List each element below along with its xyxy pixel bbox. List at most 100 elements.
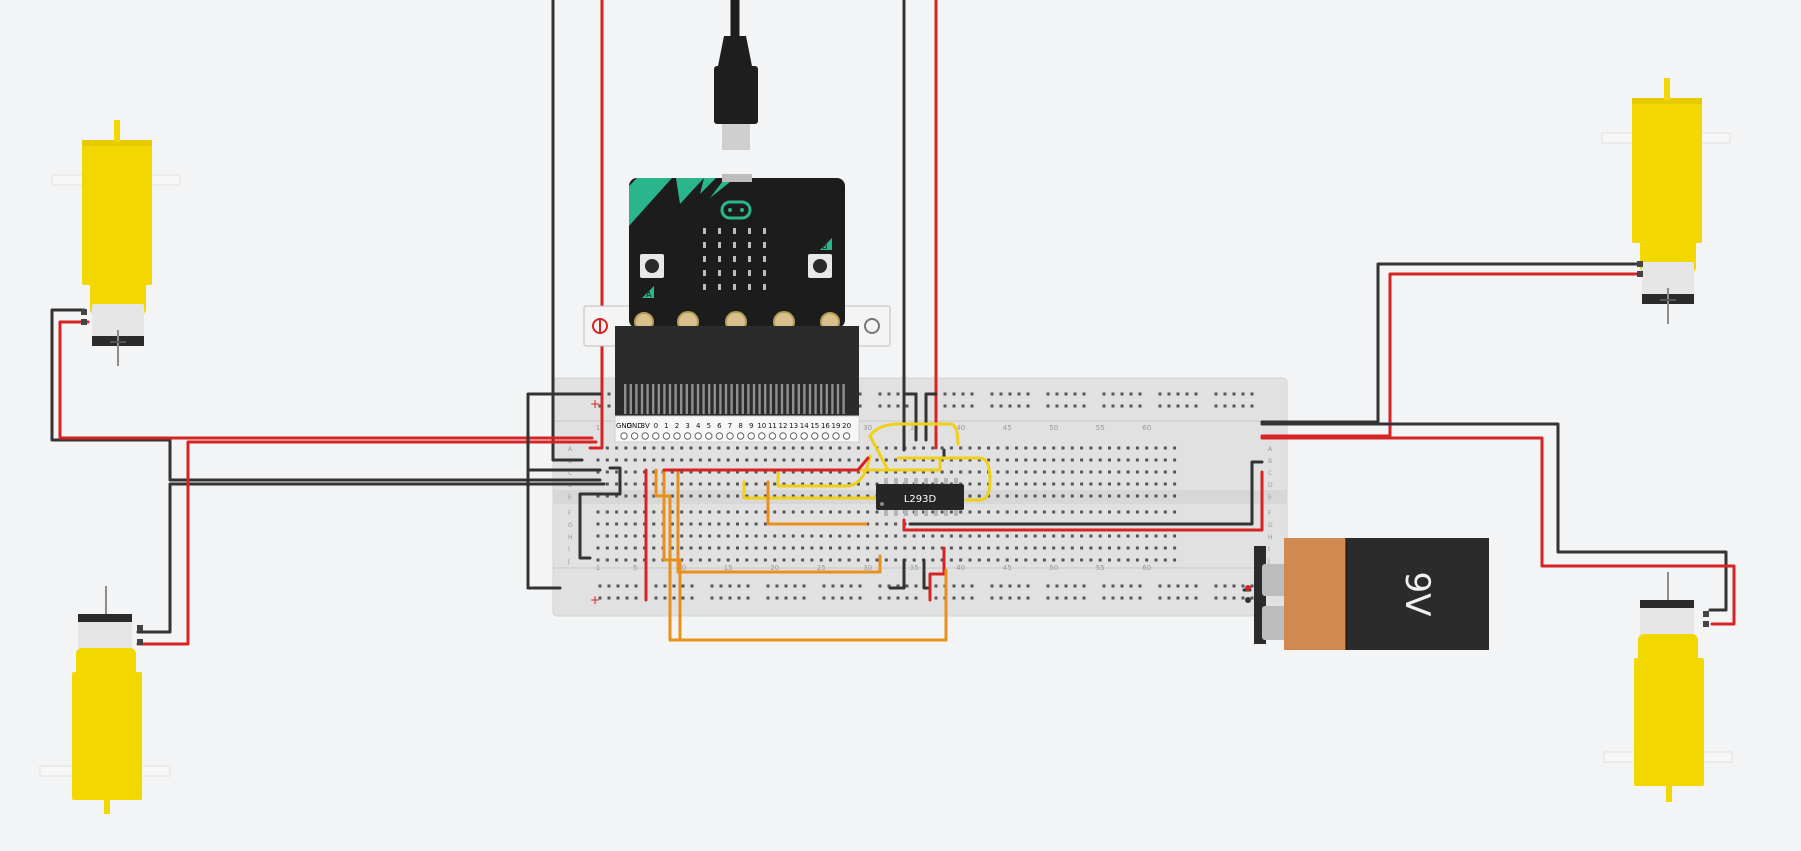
row-letter: H	[1268, 534, 1273, 541]
row-letter: A	[1268, 446, 1273, 453]
wire-black-center-4[interactable]	[922, 558, 932, 590]
row-letter: E	[1268, 494, 1272, 501]
motor-bottom-left[interactable]	[39, 586, 171, 814]
pin-label: 2	[675, 422, 679, 430]
column-number: 45	[1003, 564, 1012, 572]
row-letter: B	[1268, 458, 1272, 465]
button-b[interactable]	[808, 254, 832, 278]
column-number: 35	[910, 424, 919, 432]
logo-touch[interactable]	[720, 200, 752, 220]
wire-yellow-3[interactable]	[896, 456, 992, 502]
wire-black-loop-left[interactable]	[526, 392, 602, 590]
button-a-indicator: A	[642, 286, 654, 299]
button-a[interactable]	[640, 254, 664, 278]
wire-orange-3[interactable]	[676, 468, 882, 574]
column-number: 15	[724, 564, 733, 572]
row-letter: D	[1268, 482, 1273, 489]
pin-label: 10	[757, 422, 766, 430]
row-letter: J	[567, 558, 570, 565]
usb-connector	[722, 124, 750, 150]
wire-red-center-bottom[interactable]	[928, 546, 946, 602]
ic-label: L293D	[904, 494, 937, 505]
pin-label: 20	[842, 422, 851, 430]
wire-black-loop-left-2[interactable]	[526, 468, 602, 480]
column-number: 60	[1142, 424, 1151, 432]
wire-yellow-2[interactable]	[868, 422, 960, 472]
pin-label: 11	[768, 422, 777, 430]
row-letter: I	[568, 546, 570, 553]
wire-red-top-left[interactable]	[588, 0, 604, 450]
row-letter: H	[568, 534, 573, 541]
pin-label: 3V	[641, 422, 650, 430]
pin-label: 5	[707, 422, 711, 430]
svg-text:A: A	[646, 290, 652, 299]
wire-black-motor-bottom-left[interactable]	[136, 482, 606, 634]
battery-label: 9V	[1397, 572, 1437, 617]
pin-label: 19	[832, 422, 841, 430]
pin-label: 8	[738, 422, 742, 430]
microbit-board	[629, 178, 845, 328]
column-number: 5	[633, 564, 637, 572]
row-letter: F	[1268, 510, 1272, 517]
column-number: 55	[1096, 424, 1105, 432]
ic-pins	[884, 478, 958, 516]
column-number: 1	[596, 564, 600, 572]
pin-label: 7	[728, 422, 732, 430]
column-number: 35	[910, 564, 919, 572]
wire-red-motor-bottom-right[interactable]	[1260, 436, 1736, 626]
wire-red-motor-top-left[interactable]	[58, 320, 594, 440]
column-number: 40	[956, 564, 965, 572]
pin-label: 6	[717, 422, 722, 430]
column-number: 50	[1049, 424, 1058, 432]
wire-red-battery[interactable]	[902, 470, 1264, 532]
row-letter: I	[1268, 546, 1270, 553]
wire-black-top-left[interactable]	[551, 0, 584, 462]
column-number: 40	[956, 424, 965, 432]
row-letter: C	[568, 470, 572, 477]
wire-orange-2[interactable]	[662, 468, 682, 642]
wire-red-motor-top-right[interactable]	[1260, 272, 1642, 438]
pin-label: 4	[696, 422, 701, 430]
column-number: 10	[677, 564, 686, 572]
rail-plus-bottom: +	[590, 593, 600, 607]
pin-label: 1	[664, 422, 668, 430]
column-number: 50	[1049, 564, 1058, 572]
pin-label: 0	[654, 422, 658, 430]
column-number: 30	[863, 424, 872, 432]
wire-black-motor-bottom-right[interactable]	[1260, 422, 1728, 612]
row-letter: G	[568, 522, 573, 529]
row-letter: G	[1268, 522, 1273, 529]
wire-black-short-left[interactable]	[578, 466, 622, 560]
l293d-ic[interactable]: L293D	[876, 478, 964, 516]
motor-top-left[interactable]	[51, 120, 181, 366]
wire-red-motor-bottom-left[interactable]	[136, 440, 598, 646]
wire-yellow-1[interactable]	[712, 454, 872, 488]
column-number: 55	[1096, 564, 1105, 572]
column-number: 25	[817, 564, 826, 572]
wire-orange-4[interactable]	[766, 480, 868, 526]
wire-black-motor-top-left[interactable]	[50, 308, 602, 482]
motor-bottom-right[interactable]	[1603, 572, 1733, 802]
motor-top-right[interactable]	[1601, 78, 1731, 324]
pin-label: 16	[821, 422, 830, 430]
column-number: 20	[770, 564, 779, 572]
column-number: 60	[1142, 564, 1151, 572]
pin-label: GND	[627, 422, 643, 430]
wire-black-battery[interactable]	[908, 460, 1264, 526]
wires	[50, 0, 1736, 646]
column-number: 45	[1003, 424, 1012, 432]
wire-black-center-3[interactable]	[888, 558, 906, 590]
row-letter: J	[1267, 558, 1270, 565]
pin-label: 14	[800, 422, 809, 430]
button-b-indicator: B	[820, 238, 832, 251]
wire-yellow-4[interactable]	[742, 480, 878, 500]
pin-label: 3	[685, 422, 689, 430]
battery-9v[interactable]: 9V	[1245, 538, 1489, 650]
breakout-pins	[624, 384, 845, 414]
pin-label: 12	[779, 422, 788, 430]
wire-orange-1[interactable]	[654, 468, 948, 642]
wire-black-motor-top-right[interactable]	[1260, 262, 1642, 424]
wire-red-center[interactable]	[662, 456, 870, 472]
